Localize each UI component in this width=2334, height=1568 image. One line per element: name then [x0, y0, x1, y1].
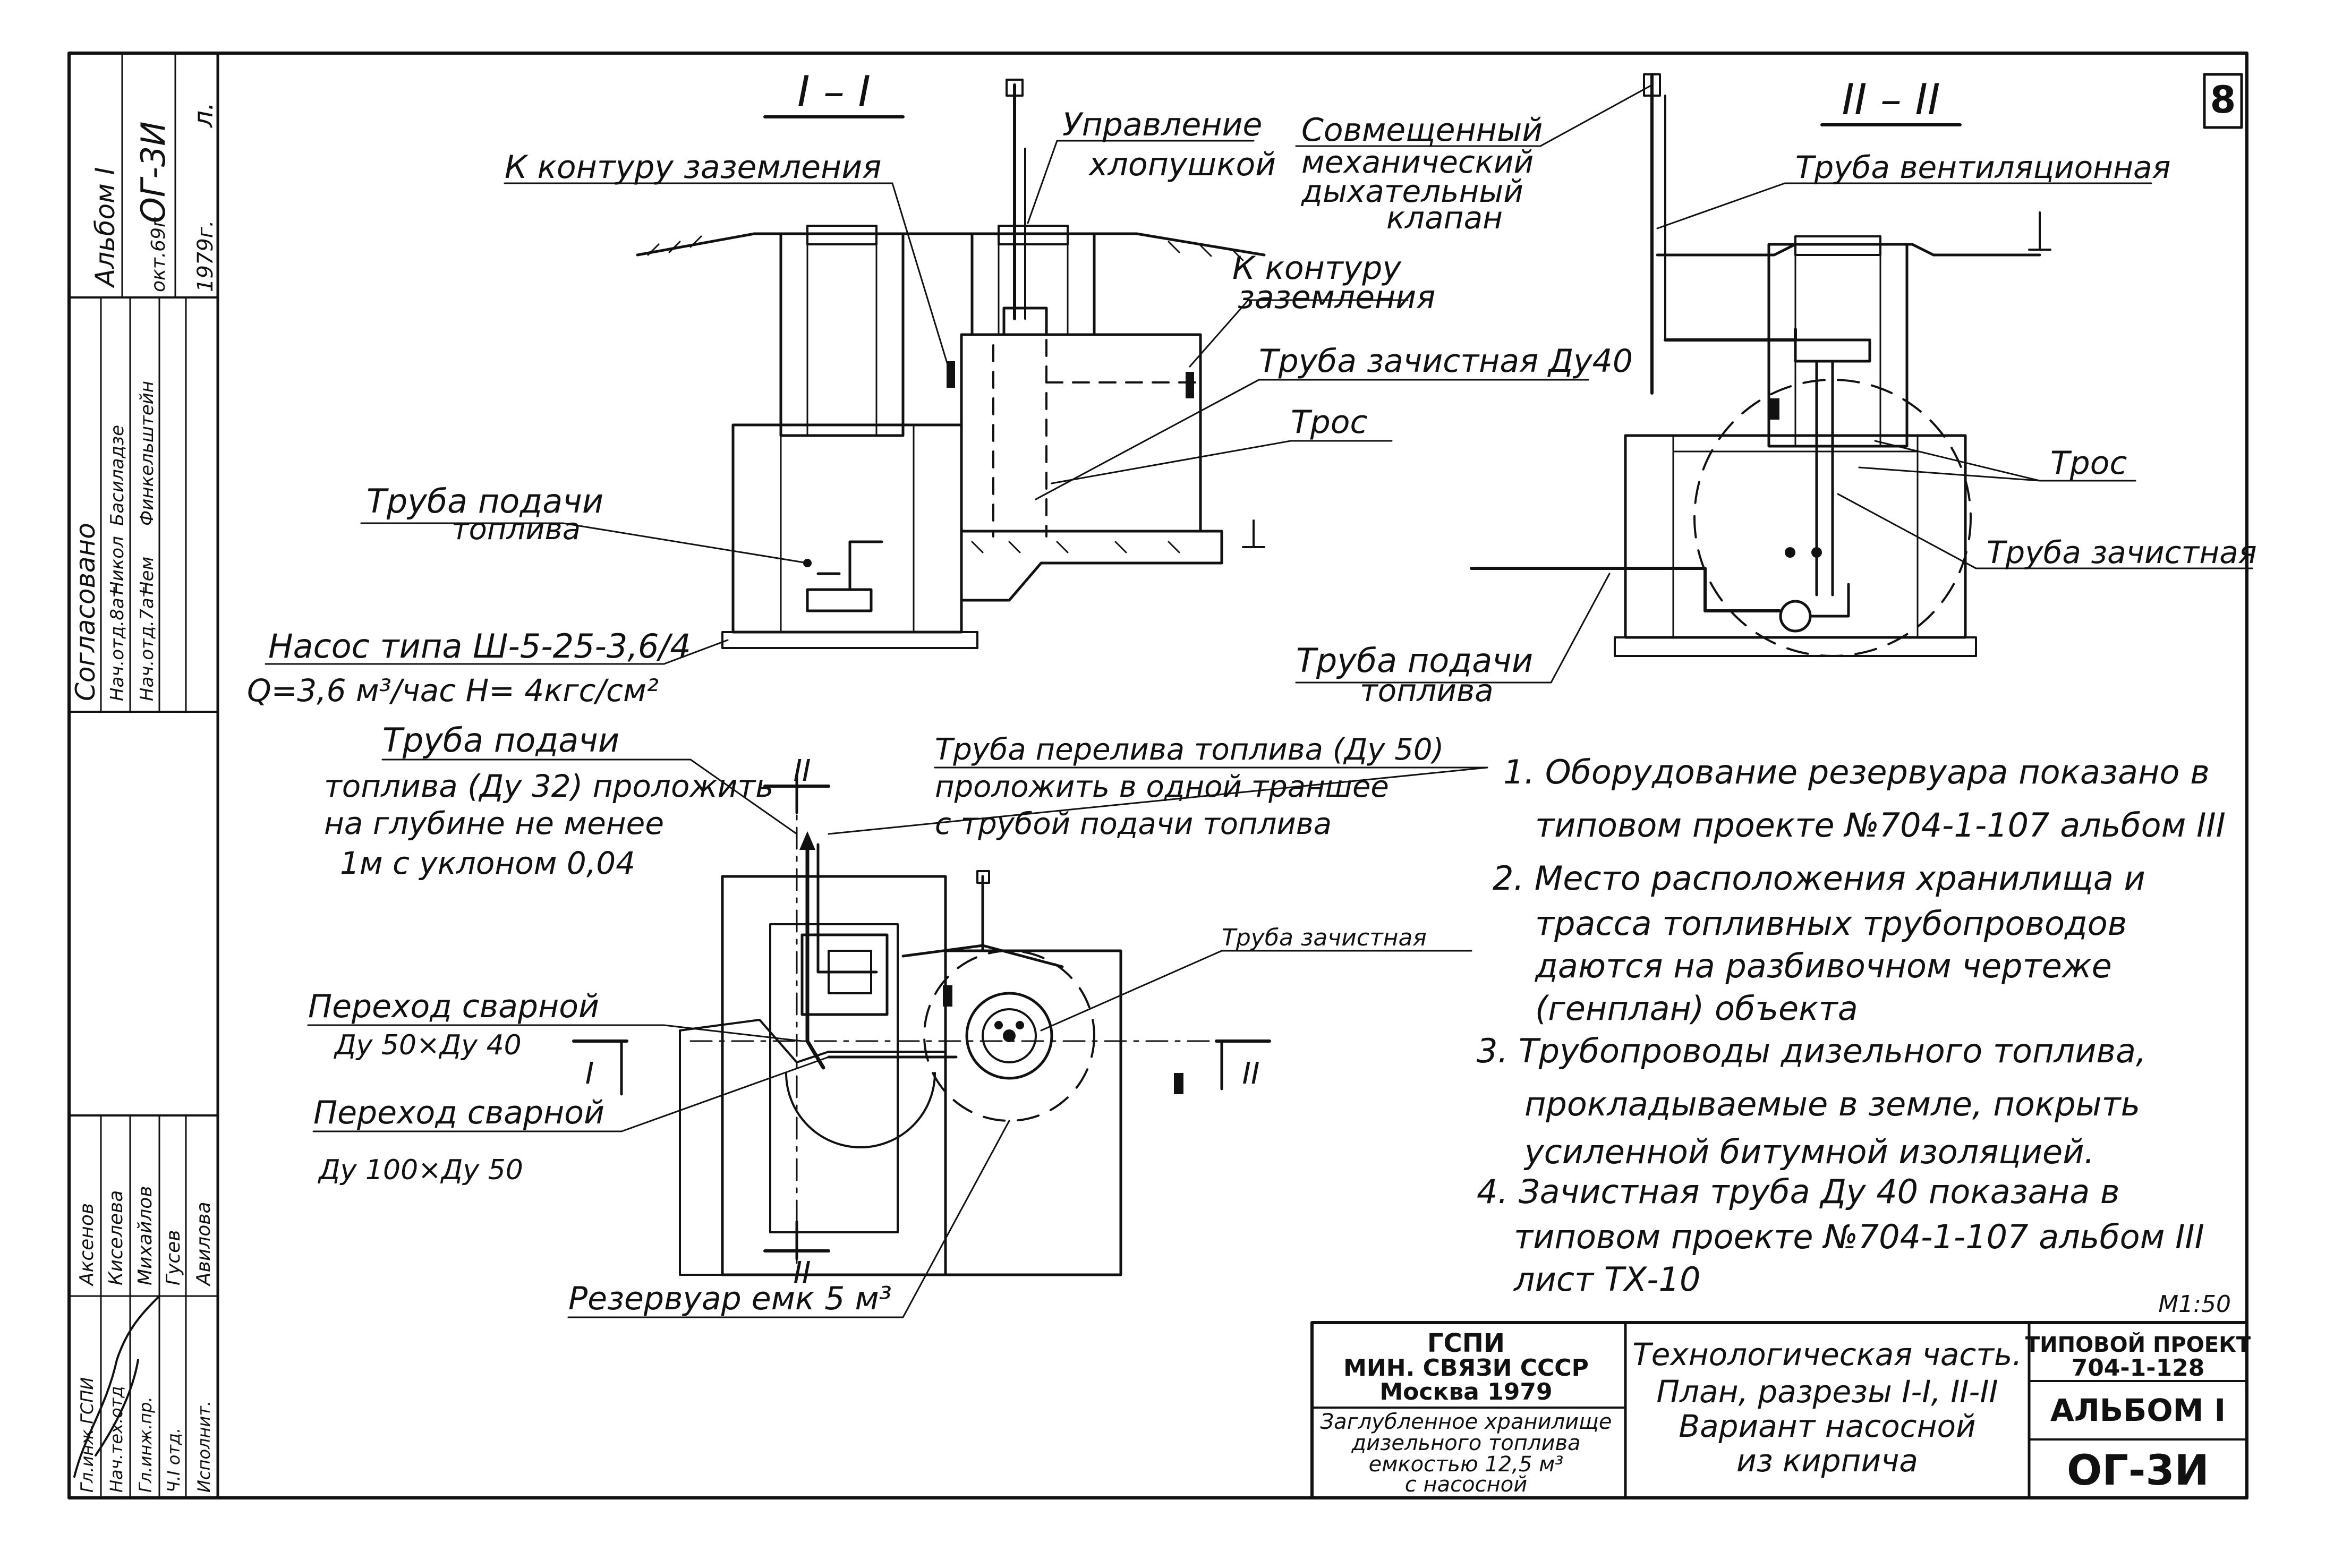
cut-2-top: II [793, 754, 811, 788]
s1-ground2-label-2: заземления [1238, 279, 1435, 316]
plan-overflow-line-3: с трубой подачи топлива [935, 807, 1332, 841]
s1-pump-label-1: Насос типа Ш-5-25-3,6/4 [268, 627, 691, 666]
agree-pos-1: Нач.отд.8ат [107, 586, 128, 701]
agree-sign-1: Никол [107, 536, 128, 595]
plan-stripping-label: Труба зачистная [1222, 924, 1427, 951]
staff-name-1: Аксенов [76, 1203, 98, 1286]
s1-control-label-2: хлопушкой [1088, 146, 1276, 183]
cut-2-bottom: II [793, 1256, 811, 1290]
s1-feed-label-1: Труба подачи [367, 482, 603, 521]
s2-feed-label-2: топлива [1360, 672, 1494, 709]
sheet-number-box [2203, 73, 2243, 129]
plan-adapter-1-line-2: Ду 50×Ду 40 [334, 1029, 522, 1061]
plan-overflow-line-1: Труба перелива топлива (Ду 50) [935, 732, 1444, 767]
date-1: окт.69г [148, 217, 169, 292]
section-1-title: I – I [797, 67, 871, 116]
s1-feed-label-2: топлива [452, 512, 581, 547]
s1-control-label-1: Управление [1062, 106, 1262, 143]
agree-name-1: Басиладзе [107, 425, 128, 526]
title-line-4: из кирпича [1736, 1443, 1918, 1479]
note-line-11: типовом проекте №704-1-107 альбом III [1514, 1217, 2204, 1256]
staff-pos-3: Гл.инж.пр. [135, 1396, 156, 1493]
note-line-8: прокладываемые в земле, покрыть [1524, 1085, 2140, 1123]
object-line-3: емкостью 12,5 м³ [1369, 1452, 1564, 1477]
s2-valve-label-3: дыхательный [1301, 173, 1523, 209]
plan-feed-line-1: топлива (Ду 32) проложить [324, 768, 773, 804]
object-line-1: Заглубленное хранилище [1321, 1410, 1612, 1434]
s2-valve-label-1: Совмещенный [1301, 112, 1543, 149]
s1-stripping-label: Труба зачистная Ду40 [1259, 343, 1633, 380]
s1-cable-label: Трос [1291, 404, 1367, 441]
note-line-2: типовом проекте №704-1-107 альбом III [1535, 806, 2226, 845]
staff-name-5: Авилова [193, 1201, 215, 1286]
staff-name-4: Гусев [163, 1230, 184, 1285]
section-2-title: II – II [1842, 75, 1940, 124]
note-line-9: усиленной битумной изоляцией. [1523, 1132, 2094, 1171]
side-stamp: Альбом I ОГ-3И л. окт.69г 1979г. Согласо… [67, 52, 219, 1499]
note-line-3: 2. Место расположения хранилища и [1493, 859, 2145, 898]
staff-name-3: Михайлов [134, 1186, 156, 1285]
note-line-12: лист ТХ-10 [1513, 1260, 1700, 1299]
staff-pos-5: Исполнит. [194, 1401, 214, 1493]
sheet-number: 8 [2210, 78, 2236, 122]
section-2-drawing: II – II [1295, 73, 2257, 709]
project-line-1: ТИПОВОЙ ПРОЕКТ [2025, 1332, 2251, 1357]
agreed-label: Согласовано [70, 523, 101, 701]
title-line-2: План, разрезы I-I, II-II [1656, 1374, 1998, 1410]
plan-tank-label: Резервуар емк 5 м³ [568, 1280, 892, 1317]
s2-stripping-label: Труба зачистная [1987, 534, 2257, 570]
note-line-5: даются на разбивочном чертеже [1535, 947, 2112, 985]
title-line-3: Вариант насосной [1679, 1408, 1975, 1444]
project-line-2: 704-1-128 [2072, 1354, 2205, 1382]
s1-ground2-label-1: К контуру [1232, 250, 1402, 287]
plan-feed-line-2: на глубине не менее [324, 805, 664, 841]
note-line-6: (генплан) объекта [1535, 989, 1858, 1028]
cut-2-right: II [1242, 1056, 1259, 1091]
s2-valve-label-4: клапан [1386, 200, 1503, 236]
note-line-4: трасса топливных трубопроводов [1535, 904, 2127, 943]
s1-ground-label: К контуру заземления [505, 149, 881, 186]
plan-adapter-2-line-1: Переход сварной [313, 1094, 604, 1131]
date-2: 1979г. [193, 220, 218, 292]
plan-feed-title: Труба подачи [382, 721, 619, 760]
sheet-word: л. [188, 102, 219, 128]
note-line-10: 4. Зачистная труба Ду 40 показана в [1477, 1172, 2119, 1211]
album-label: Альбом I [90, 167, 121, 288]
org-line-3: Москва 1979 [1379, 1378, 1552, 1405]
staff-pos-4: Ч.I отд. [164, 1428, 184, 1493]
cut-1-left: I [585, 1056, 594, 1091]
drawing-code: ОГ-3И [2067, 1447, 2209, 1495]
title-line-1: Технологическая часть. [1632, 1336, 2022, 1373]
title-block: М1:50 ГСПИ МИН. СВЯЗИ СССР Москва 1979 З… [1310, 1291, 2251, 1499]
signature-scribble [73, 1295, 160, 1478]
agree-pos-2: Нач.отд.7ат [137, 586, 158, 701]
staff-name-2: Киселева [105, 1190, 127, 1285]
object-line-4: с насосной [1405, 1472, 1527, 1497]
agree-sign-2: Нем [137, 557, 158, 595]
note-line-7: 3. Трубопроводы дизельного топлива, [1477, 1032, 2146, 1070]
s2-feed-label-1: Труба подачи [1296, 641, 1533, 680]
staff-pos-2: Нач.тех.отд [106, 1386, 126, 1493]
staff-pos-1: Гл.инж.ГСПИ [77, 1377, 97, 1493]
note-line-1: 1. Оборудование резервуара показано в [1503, 753, 2210, 791]
s1-pump-label-2: Q=3,6 м³/час Н= 4кгс/см² [247, 672, 659, 709]
side-code: ОГ-3И [134, 121, 173, 223]
plan-adapter-1-line-1: Переход сварной [308, 988, 599, 1025]
s2-valve-label-2: механический [1301, 144, 1534, 180]
scale-label: М1:50 [2158, 1291, 2231, 1318]
object-line-2: дизельного топлива [1351, 1431, 1580, 1455]
section-1-drawing: I – I [247, 67, 1633, 709]
s2-cable-label: Трос [2050, 445, 2127, 482]
agree-name-2: Финкельштейн [137, 381, 158, 526]
plan-feed-line-3: 1м с уклоном 0,04 [340, 845, 635, 881]
notes-block: 1. Оборудование резервуара показано в ти… [1477, 753, 2226, 1299]
s2-vent-label: Труба вентиляционная [1795, 149, 2170, 185]
plan-adapter-2-line-2: Ду 100×Ду 50 [318, 1154, 523, 1186]
org-line-2: МИН. СВЯЗИ СССР [1343, 1354, 1589, 1382]
org-line-1: ГСПИ [1427, 1328, 1505, 1358]
album-title: АЛЬБОМ I [2050, 1392, 2226, 1428]
plan-overflow-line-2: проложить в одной траншее [935, 770, 1389, 804]
plan-drawing: II II I II Труба подачи топлива (Ду 32) … [307, 721, 1488, 1318]
